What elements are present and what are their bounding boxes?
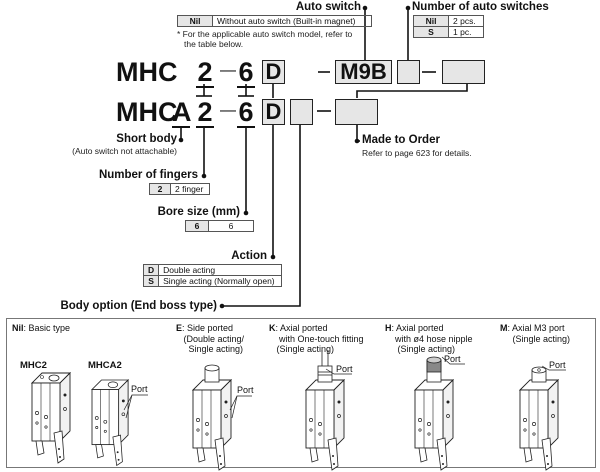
made-to-order-note: Refer to page 623 for details. [362, 148, 472, 158]
table-key: S [142, 275, 160, 287]
port-label-m: Port [549, 360, 566, 370]
type-h-title: H: Axial ported with ø4 hose nipple (Sin… [385, 323, 473, 354]
port-label-mhca2: Port [131, 384, 148, 394]
action-box-row1: D [262, 60, 285, 84]
bore-size-table: 6 6 [185, 220, 254, 232]
short-body-label: Short body [116, 133, 177, 145]
bore-code-row2: 6 [237, 97, 255, 128]
type-e-title: E: Side ported (Double acting/ Single ac… [176, 323, 245, 354]
number-auto-switches-table: Nil 2 pcs. S 1 pc. [413, 15, 484, 38]
action-table: D Double acting S Single acting (Normall… [142, 264, 283, 287]
fingers-code-row2: 2 [196, 97, 214, 128]
table-value: 6 [208, 220, 254, 232]
table-row: Nil Without auto switch (Built-in magnet… [177, 15, 372, 27]
dash-row2: — [220, 102, 236, 119]
gripper-mhc2 [31, 372, 71, 464]
type-m-title: M: Axial M3 port (Single acting) [500, 323, 571, 344]
port-label-k: Port [336, 364, 353, 374]
made-to-order-box-row1 [442, 60, 485, 84]
port-label-h: Port [444, 354, 461, 364]
gripper-h [414, 356, 454, 471]
auto-switch-table: Nil Without auto switch (Built-in magnet… [177, 15, 372, 27]
fingers-code-row1: 2 [196, 57, 214, 88]
table-value: Without auto switch (Built-in magnet) [212, 15, 372, 27]
table-key: S [413, 26, 449, 38]
table-value: Single acting (Normally open) [158, 275, 283, 287]
table-row: Nil 2 pcs. [413, 15, 484, 27]
auto-switch-note-2: the table below. [184, 39, 244, 49]
table-row: S 1 pc. [413, 26, 484, 38]
series-prefix-row1: MHC [116, 57, 178, 87]
action-box-row2: D [262, 99, 285, 125]
short-body-code: A [172, 97, 192, 128]
table-row: 2 2 finger [149, 183, 210, 195]
short-body-note: (Auto switch not attachable) [72, 146, 177, 156]
number-of-fingers-label: Number of fingers [98, 169, 198, 181]
number-of-fingers-table: 2 2 finger [149, 183, 210, 195]
gripper-e [192, 364, 232, 471]
type-k-title: K: Axial ported with One-touch fitting (… [269, 323, 364, 354]
table-row: 6 6 [185, 220, 254, 232]
model-mhca2: MHCA2 [88, 360, 122, 371]
body-option-panel [6, 318, 596, 468]
body-option-label: Body option (End boss type) [60, 300, 217, 312]
made-to-order-label: Made to Order [362, 134, 440, 146]
table-value: 2 finger [170, 183, 210, 195]
bore-code-row1: 6 [237, 57, 255, 88]
bore-size-label: Bore size (mm) [157, 206, 240, 218]
number-auto-switches-label: Number of auto switches [412, 1, 549, 13]
made-to-order-box-row2 [335, 99, 378, 125]
table-value: 1 pc. [448, 26, 484, 38]
port-label-e: Port [237, 385, 254, 395]
table-key: 6 [185, 220, 209, 232]
body-option-box [290, 99, 313, 125]
action-label: Action [231, 250, 267, 262]
model-mhc2: MHC2 [20, 360, 47, 371]
type-nil-title: Nil: Basic type [12, 323, 71, 333]
gripper-m [519, 366, 559, 471]
gripper-k [305, 350, 345, 471]
auto-switch-label: Auto switch [295, 1, 361, 13]
table-row: S Single acting (Normally open) [142, 275, 283, 287]
auto-switch-box: M9B [335, 60, 392, 84]
number-switches-box [397, 60, 420, 84]
auto-switch-note-1: * For the applicable auto switch model, … [177, 29, 353, 39]
series-prefix-row2: MHC [116, 97, 178, 127]
dash-row1: — [220, 62, 236, 79]
gripper-mhca2 [91, 379, 129, 466]
table-key: Nil [177, 15, 213, 27]
